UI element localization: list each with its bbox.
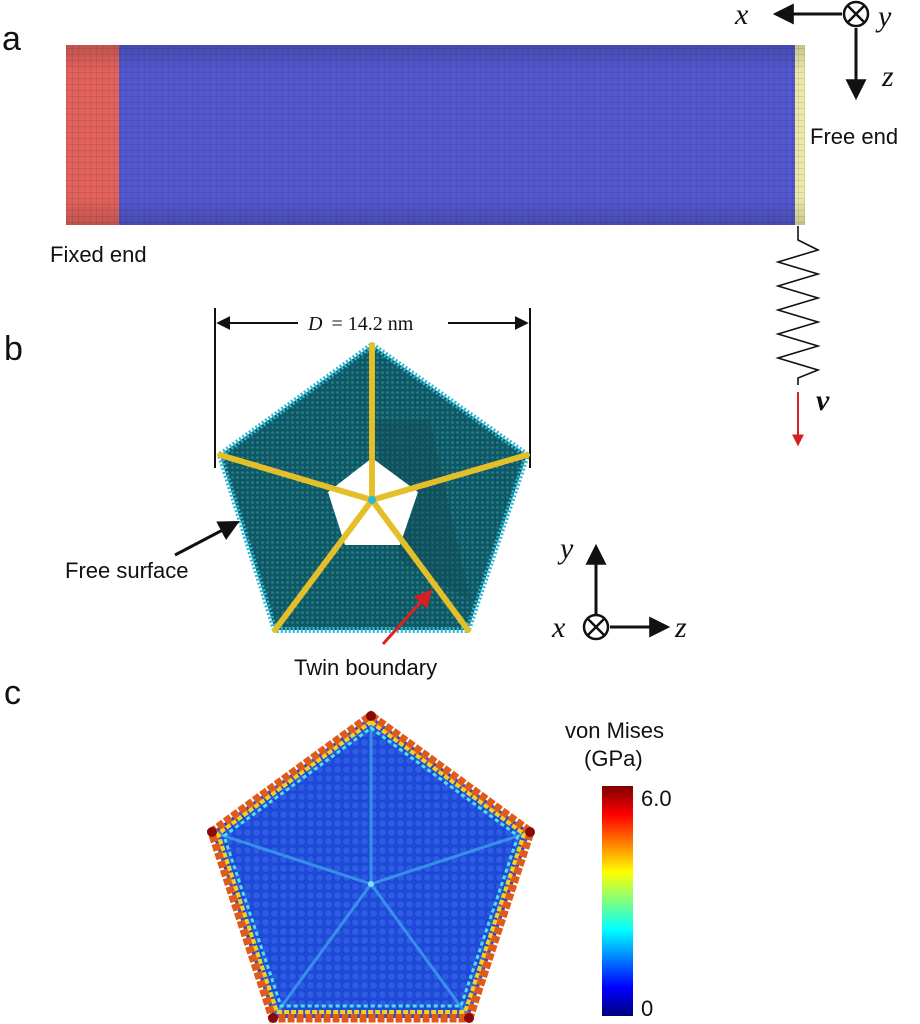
axis-x-label-a: x <box>734 0 749 31</box>
colorbar-gradient <box>602 786 633 1016</box>
free-end-label: Free end <box>810 124 898 149</box>
axis-z-label-a: z <box>881 60 894 93</box>
surface-high-stress <box>206 710 536 1023</box>
colorbar-title-line2: (GPa) <box>584 746 643 771</box>
diameter-value: = 14.2 nm <box>331 313 413 335</box>
velocity-label: v <box>816 384 830 417</box>
colorbar-max-label: 6.0 <box>641 786 672 811</box>
free-surface-pointer <box>174 521 240 557</box>
panel-b: b D = 14.2 nm <box>4 308 687 680</box>
wire-shading <box>66 45 805 225</box>
colorbar-title-line1: von Mises <box>565 718 664 743</box>
colorbar: von Mises (GPa) 6.0 0 <box>565 718 672 1021</box>
axis-z-label-b: z <box>674 611 687 644</box>
axis-y-label-b: y <box>557 532 574 565</box>
spring <box>775 226 821 385</box>
stress-map-pentagon <box>206 710 536 1023</box>
fixed-end-label: Fixed end <box>50 242 147 267</box>
axes-triad-a: x y z <box>734 0 894 101</box>
axes-triad-b: y x z <box>551 532 687 644</box>
panel-c-label: c <box>4 674 21 712</box>
free-surface-label: Free surface <box>65 558 189 583</box>
twin-boundary-label: Twin boundary <box>294 655 437 680</box>
diameter-dimension: D = 14.2 nm <box>214 308 531 468</box>
panel-b-label: b <box>4 330 23 368</box>
axis-y-label-a: y <box>875 0 892 33</box>
panel-c: c von Mises (GPa) 6.0 <box>4 674 672 1023</box>
nanowire-side-view <box>66 45 805 225</box>
axis-x-label-b: x <box>551 611 566 644</box>
diameter-symbol: D <box>307 313 323 335</box>
twin-boundaries <box>217 342 530 633</box>
diameter-label: D = 14.2 nm <box>307 313 414 335</box>
pentagonal-cross-section <box>216 341 531 633</box>
colorbar-min-label: 0 <box>641 996 653 1021</box>
panel-a-label: a <box>2 20 21 58</box>
twin-boundary-pointer <box>381 589 433 646</box>
panel-a: a Fixed end Free end v x y z <box>2 0 898 447</box>
